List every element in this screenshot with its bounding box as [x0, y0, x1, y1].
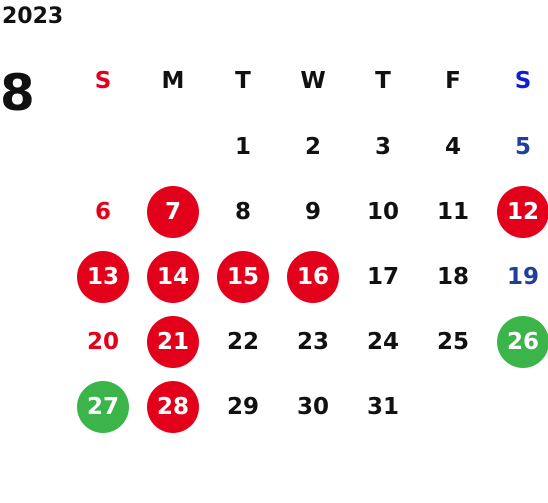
day-cell[interactable]: 29 [208, 374, 278, 439]
day-cell [138, 114, 208, 179]
day-number: 24 [366, 328, 399, 355]
day-cell[interactable]: 4 [418, 114, 488, 179]
day-number: 9 [304, 198, 321, 225]
day-cell[interactable]: 27 [68, 374, 138, 439]
day-cell[interactable]: 2 [278, 114, 348, 179]
day-number: 5 [514, 133, 531, 160]
day-cell[interactable]: 28 [138, 374, 208, 439]
weekday-header-sunday: S [94, 68, 112, 94]
day-number: 8 [234, 198, 251, 225]
day-number: 11 [436, 198, 469, 225]
day-number: 4 [444, 133, 461, 160]
day-cell[interactable]: 9 [278, 179, 348, 244]
weekday-header-thursday: T [375, 68, 391, 94]
weekday-header-tuesday: T [235, 68, 251, 94]
month-number: 8 [0, 64, 35, 122]
day-cell[interactable]: 22 [208, 309, 278, 374]
day-number: 20 [86, 328, 119, 355]
day-number: 28 [147, 380, 199, 433]
day-number: 23 [296, 328, 329, 355]
day-cell[interactable]: 8 [208, 179, 278, 244]
day-number: 17 [366, 263, 399, 290]
year-label: 2023 [2, 4, 64, 29]
day-number: 31 [366, 393, 399, 420]
day-cell[interactable]: 12 [488, 179, 548, 244]
day-number: 26 [497, 315, 548, 368]
day-cell[interactable]: 18 [418, 244, 488, 309]
day-number: 22 [226, 328, 259, 355]
day-number: 7 [147, 185, 199, 238]
day-cell [68, 114, 138, 179]
weekday-header-wednesday: W [300, 68, 326, 94]
day-number: 25 [436, 328, 469, 355]
day-number: 29 [226, 393, 259, 420]
day-cell[interactable]: 15 [208, 244, 278, 309]
day-cell[interactable]: 14 [138, 244, 208, 309]
day-number: 15 [217, 250, 269, 303]
day-number: 6 [94, 198, 111, 225]
day-number: 2 [304, 133, 321, 160]
day-cell[interactable]: 31 [348, 374, 418, 439]
day-number: 27 [77, 380, 129, 433]
day-cell[interactable]: 13 [68, 244, 138, 309]
day-number: 13 [77, 250, 129, 303]
day-cell[interactable]: 20 [68, 309, 138, 374]
day-cell[interactable]: 10 [348, 179, 418, 244]
day-cell[interactable]: 21 [138, 309, 208, 374]
day-cell[interactable]: 1 [208, 114, 278, 179]
day-number: 16 [287, 250, 339, 303]
day-cell[interactable]: 5 [488, 114, 548, 179]
day-cell[interactable]: 6 [68, 179, 138, 244]
day-cell[interactable]: 26 [488, 309, 548, 374]
day-cell[interactable]: 11 [418, 179, 488, 244]
day-number: 14 [147, 250, 199, 303]
day-cell [488, 374, 548, 439]
day-cell[interactable]: 16 [278, 244, 348, 309]
day-cell[interactable]: 19 [488, 244, 548, 309]
day-number: 1 [234, 133, 251, 160]
day-cell[interactable]: 3 [348, 114, 418, 179]
day-cell[interactable]: 23 [278, 309, 348, 374]
day-cell[interactable]: 24 [348, 309, 418, 374]
weekday-header-saturday: S [514, 68, 532, 94]
day-number: 30 [296, 393, 329, 420]
day-number: 18 [436, 263, 469, 290]
day-cell [418, 374, 488, 439]
weekday-header-friday: F [445, 68, 461, 94]
day-number: 21 [147, 315, 199, 368]
weekday-header-monday: M [161, 68, 185, 94]
day-cell[interactable]: 7 [138, 179, 208, 244]
day-cell[interactable]: 30 [278, 374, 348, 439]
day-cell[interactable]: 25 [418, 309, 488, 374]
day-number: 12 [497, 185, 548, 238]
day-cell[interactable]: 17 [348, 244, 418, 309]
day-number: 19 [506, 263, 539, 290]
day-number: 10 [366, 198, 399, 225]
day-number: 3 [374, 133, 391, 160]
